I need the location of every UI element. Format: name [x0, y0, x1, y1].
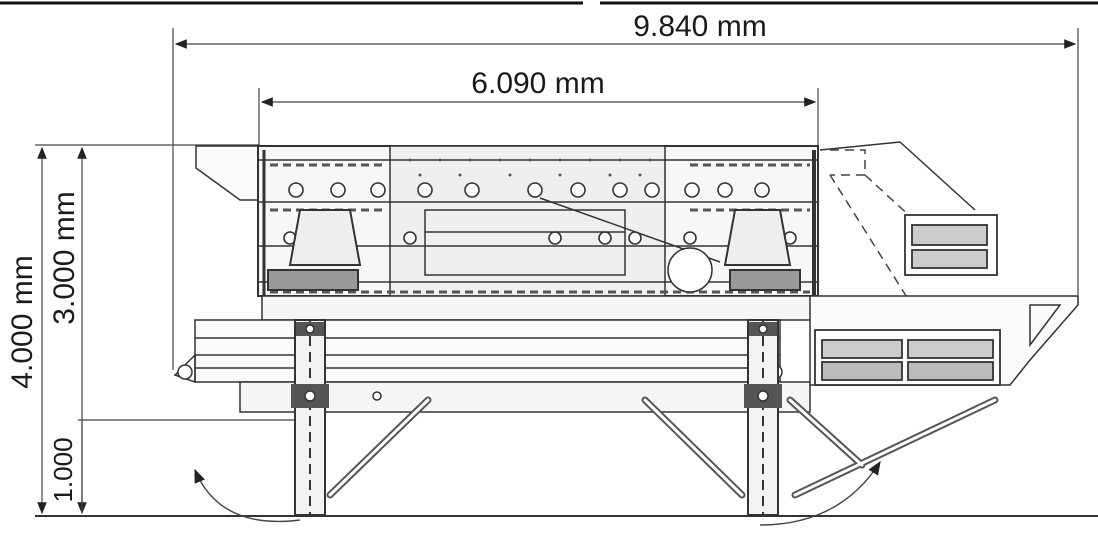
base-frame — [261, 295, 819, 321]
overall-length-dimension — [172, 28, 1079, 370]
springs — [267, 209, 801, 291]
feed-chute — [195, 145, 259, 201]
drive-motor — [667, 247, 713, 293]
total-height-label: 4.000 mm — [6, 255, 39, 388]
screen-machine — [173, 141, 1079, 526]
clearance-height-label: 1.000 — [48, 437, 78, 502]
support-legs — [294, 319, 779, 516]
height-dimensions — [35, 144, 300, 515]
screen-height-label: 3.000 mm — [48, 191, 81, 324]
overall-length-label: 9.840 mm — [633, 10, 766, 43]
conveyor-rollers — [814, 214, 1001, 386]
screen-length-dimension — [258, 88, 819, 150]
screen-length-label: 6.090 mm — [471, 67, 604, 100]
folding-arcs — [194, 460, 881, 526]
